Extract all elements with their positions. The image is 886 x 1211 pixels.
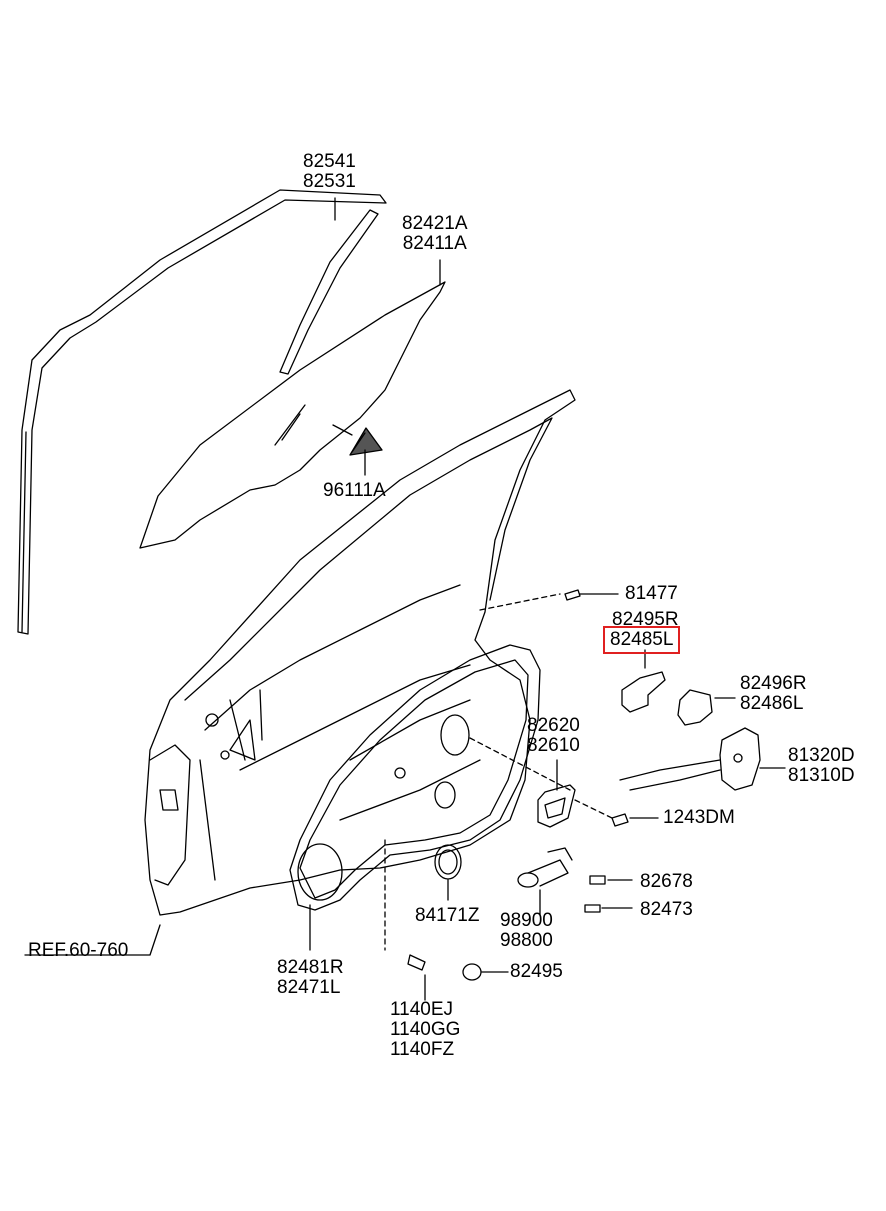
leader-lines	[25, 198, 785, 1000]
label-emblem: 96111A	[323, 480, 386, 501]
door-frame	[145, 390, 575, 915]
emblem-part	[350, 428, 382, 455]
door-glass	[140, 282, 445, 548]
label-ref: REF.60-760	[28, 940, 129, 961]
label-bracket-r: 82495R	[612, 609, 679, 630]
plug-part	[435, 845, 461, 879]
latch-bracket-part	[678, 690, 712, 725]
label-plug: 84171Z	[415, 905, 480, 926]
bolt-icons	[408, 590, 628, 970]
handle-part	[538, 785, 575, 827]
label-bracket-l-highlighted: 82485L	[602, 626, 681, 654]
label-bolt-81477: 81477	[625, 583, 678, 604]
bracket-part	[622, 672, 665, 712]
motor-part	[518, 848, 572, 887]
label-ring: 82495	[510, 961, 563, 982]
ring-part	[463, 964, 481, 980]
door-module	[290, 645, 540, 910]
label-screw-1243dm: 1243DM	[663, 807, 735, 828]
glass-run-channel	[18, 190, 386, 634]
label-screw-82473: 82473	[640, 899, 693, 920]
latch-part	[620, 728, 760, 790]
label-bolt-82678: 82678	[640, 871, 693, 892]
